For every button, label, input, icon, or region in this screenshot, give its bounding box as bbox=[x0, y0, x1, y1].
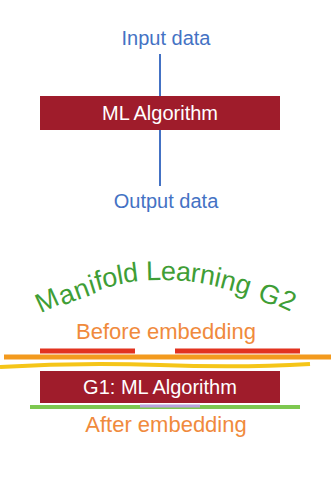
purple-stripe bbox=[140, 405, 200, 408]
red-stripe bbox=[40, 349, 135, 354]
box-label: G1: ML Algorithm bbox=[83, 376, 237, 399]
orange-slice bbox=[215, 440, 331, 502]
orange-stripe bbox=[4, 355, 331, 360]
bun-label: Input data bbox=[20, 27, 312, 50]
orange-slice bbox=[0, 465, 120, 502]
bun-shape bbox=[20, 405, 312, 502]
yellow-stripe bbox=[0, 364, 310, 367]
orange-slice bbox=[0, 476, 95, 502]
flow-line bbox=[159, 54, 161, 96]
green-stripe bbox=[30, 405, 300, 409]
box-label: ML Algorithm bbox=[102, 102, 218, 125]
algorithm-box: ML Algorithm bbox=[40, 96, 280, 130]
algorithm-box: G1: ML Algorithm bbox=[40, 371, 280, 403]
orange-slice bbox=[245, 460, 331, 502]
curved-title: Manifold Learning G2 bbox=[0, 256, 331, 287]
bun-shape bbox=[20, 136, 312, 236]
bun-label: Before embedding bbox=[20, 319, 312, 344]
flow-line bbox=[159, 130, 161, 186]
bun-outline bbox=[20, 134, 312, 236]
bun-label: After embedding bbox=[20, 412, 312, 437]
red-stripe bbox=[175, 349, 300, 354]
bottom-bun: After embedding bbox=[20, 404, 312, 502]
bottom-bun: Output data bbox=[20, 134, 312, 236]
bun-label: Output data bbox=[20, 190, 312, 213]
